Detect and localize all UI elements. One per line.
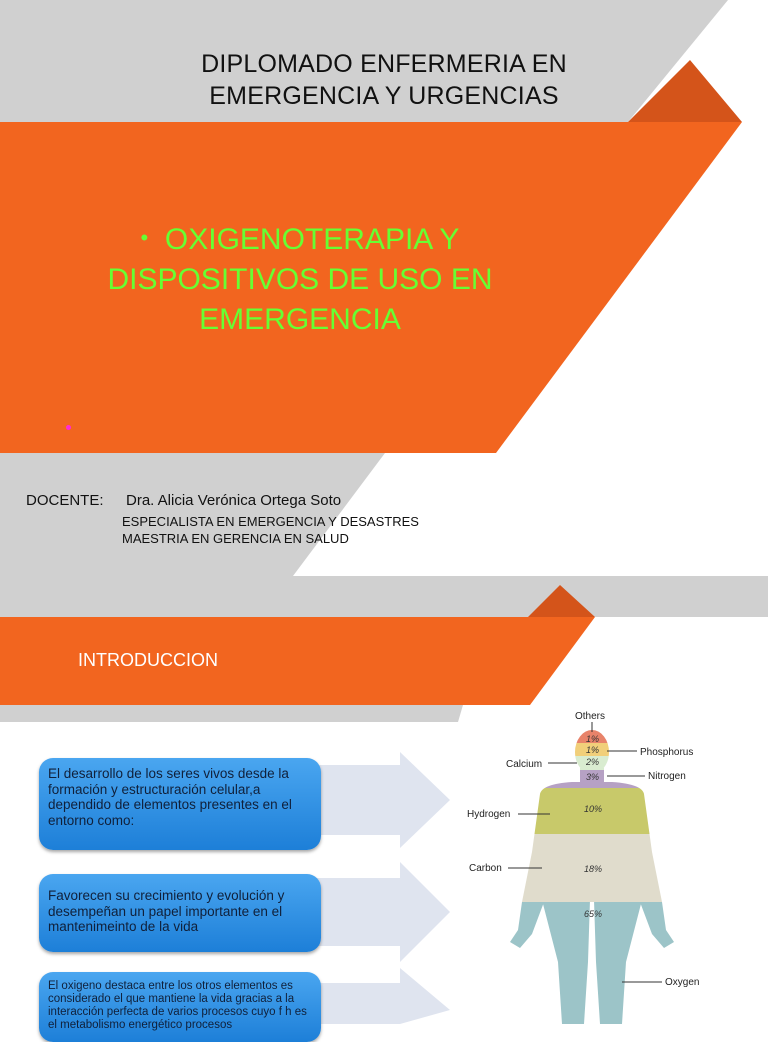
orange-banner-main bbox=[0, 122, 742, 453]
slide-title-line1: DIPLOMADO ENFERMERIA EN bbox=[201, 50, 567, 78]
topic-line1: • OXIGENOTERAPIA Y bbox=[140, 223, 460, 256]
pct-nitrogen: 3% bbox=[586, 772, 599, 782]
topic-line2: DISPOSITIVOS DE USO EN bbox=[107, 263, 493, 296]
gray-banner-top bbox=[0, 0, 728, 122]
gray-banner-middle bbox=[0, 453, 768, 617]
pct-oxygen: 65% bbox=[584, 909, 602, 919]
pct-others: 1% bbox=[586, 734, 599, 744]
gray-strip bbox=[0, 705, 463, 722]
docente-credential-1: ESPECIALISTA EN EMERGENCIA Y DESASTRES bbox=[122, 514, 419, 529]
band-others bbox=[510, 730, 674, 743]
arrow-shape-1 bbox=[290, 752, 450, 848]
pct-calcium: 2% bbox=[585, 757, 599, 767]
label-oxygen: Oxygen bbox=[665, 977, 699, 988]
label-others: Others bbox=[575, 711, 605, 722]
info-box-2: Favorecen su crecimiento y evolución y d… bbox=[39, 874, 321, 952]
pct-phosphorus: 1% bbox=[586, 745, 599, 755]
orange-banner-intro bbox=[0, 617, 595, 705]
section-title: INTRODUCCION bbox=[78, 650, 218, 670]
band-carbon bbox=[510, 834, 674, 902]
decorative-dot bbox=[66, 425, 71, 430]
band-phosphorus bbox=[510, 743, 674, 756]
bullet: • bbox=[140, 225, 149, 250]
docente-credential-2: MAESTRIA EN GERENCIA EN SALUD bbox=[122, 531, 349, 546]
band-nitrogen bbox=[510, 770, 674, 788]
label-carbon: Carbon bbox=[469, 863, 502, 874]
arrow-shape-3 bbox=[290, 968, 450, 1024]
docente-label: DOCENTE: bbox=[26, 492, 104, 509]
slide-title: DIPLOMADO ENFERMERIA EN EMERGENCIA Y URG… bbox=[0, 48, 768, 112]
label-phosphorus: Phosphorus bbox=[640, 747, 693, 758]
band-oxygen bbox=[510, 902, 674, 1024]
info-box-1: El desarrollo de los seres vivos desde l… bbox=[39, 758, 321, 850]
label-hydrogen: Hydrogen bbox=[467, 809, 510, 820]
body-composition-figure: 1% 1% 2% 3% 10% 18% 65% Others Phosphoru… bbox=[467, 711, 699, 1024]
pct-hydrogen: 10% bbox=[584, 804, 602, 814]
label-nitrogen: Nitrogen bbox=[648, 771, 686, 782]
docente-name: Dra. Alicia Verónica Ortega Soto bbox=[126, 492, 342, 509]
pct-carbon: 18% bbox=[584, 864, 602, 874]
orange-accent-top bbox=[628, 60, 742, 122]
topic-line3: EMERGENCIA bbox=[199, 303, 401, 336]
topic-title: • OXIGENOTERAPIA Y DISPOSITIVOS DE USO E… bbox=[90, 218, 510, 340]
docente-line: DOCENTE: Dra. Alicia Verónica Ortega Soto bbox=[26, 492, 341, 509]
label-calcium: Calcium bbox=[506, 759, 542, 770]
arrow-shape-2 bbox=[290, 862, 450, 962]
info-box-3: El oxigeno destaca entre los otros eleme… bbox=[39, 972, 321, 1042]
slide-title-line2: EMERGENCIA Y URGENCIAS bbox=[209, 82, 559, 110]
orange-accent-middle bbox=[528, 585, 595, 617]
